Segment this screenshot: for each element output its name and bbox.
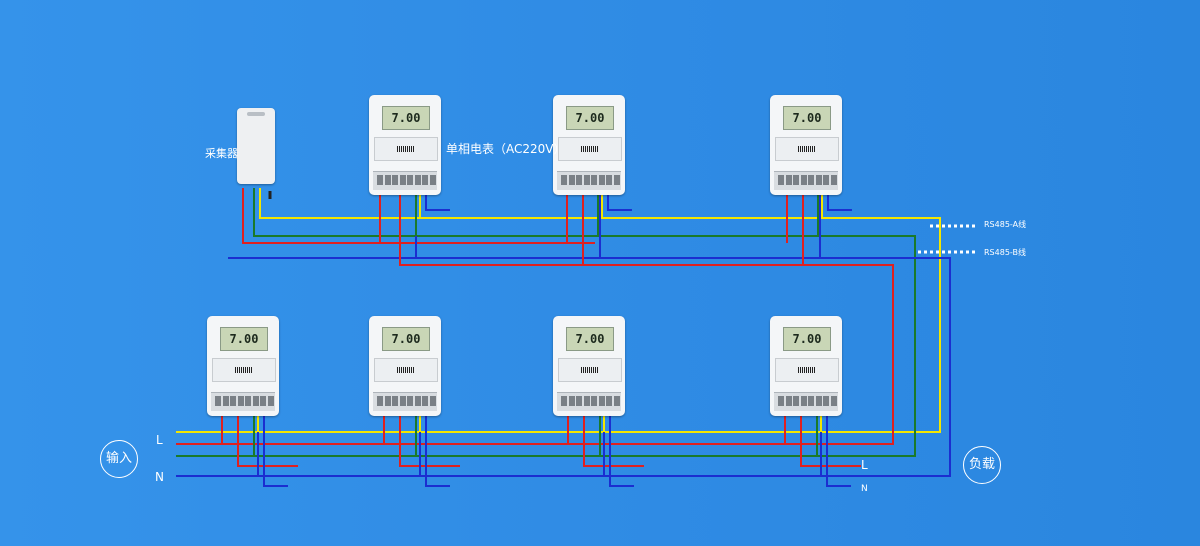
- meter-display: 7.00: [783, 327, 831, 351]
- collector-cap: [247, 112, 265, 116]
- wire-bot-blue-tail-2: [425, 410, 450, 487]
- meter-display: 7.00: [220, 327, 268, 351]
- wire-bot-red-out-1: [237, 410, 298, 467]
- load-circle: 负载: [963, 446, 1001, 484]
- load-L-label: L: [861, 458, 868, 472]
- wire-bot-blue-tail-3: [609, 410, 634, 487]
- wire-top-blue-tail-1: [425, 188, 450, 211]
- rs485-a-label: RS485-A线: [984, 220, 1027, 229]
- meter-top-1: 7.00: [369, 95, 441, 195]
- meter-bottom-2: 7.00: [369, 316, 441, 416]
- rs485-b-label: RS485-B线: [984, 248, 1026, 257]
- meter-top-2: 7.00: [553, 95, 625, 195]
- collector-device: [237, 108, 275, 184]
- wire-top-red-out-1: [399, 188, 460, 266]
- wire-rs485-a-bus: [176, 188, 941, 433]
- meter-bottom-1: 7.00: [207, 316, 279, 416]
- input-circle: 输入: [100, 440, 138, 478]
- meter-display: 7.00: [566, 327, 614, 351]
- wire-bot-blue-tail-4: [826, 410, 851, 487]
- meter-display: 7.00: [382, 106, 430, 130]
- meter-bottom-4: 7.00: [770, 316, 842, 416]
- meter-type-label: 单相电表（AC220V）: [446, 142, 566, 156]
- collector-plate: [241, 134, 271, 148]
- wire-top-red-out-3: [802, 188, 863, 266]
- load-N-label: N: [861, 484, 868, 494]
- wire-bot-red-out-3: [583, 410, 644, 467]
- input-N-label: N: [155, 470, 164, 484]
- meter-display: 7.00: [382, 327, 430, 351]
- meter-bottom-3: 7.00: [553, 316, 625, 416]
- wire-live-bus: [176, 264, 894, 445]
- wire-neutral-bus: [176, 257, 951, 477]
- wire-bot-blue-tail-1: [263, 410, 288, 487]
- wire-top-blue-tail-2: [607, 188, 632, 211]
- meter-top-3: 7.00: [770, 95, 842, 195]
- collector-label: 采集器: [205, 147, 238, 160]
- wire-top-red-out-2: [582, 188, 643, 266]
- meter-display: 7.00: [783, 106, 831, 130]
- wire-top-blue-tail-3: [827, 188, 852, 211]
- wire-bot-red-out-2: [399, 410, 460, 467]
- wire-rs485-b-bus: [176, 188, 916, 457]
- wire-bot-red-out-4: [800, 410, 861, 467]
- meter-display: 7.00: [566, 106, 614, 130]
- input-L-label: L: [156, 433, 163, 447]
- wire-red-top-bus: [242, 188, 595, 244]
